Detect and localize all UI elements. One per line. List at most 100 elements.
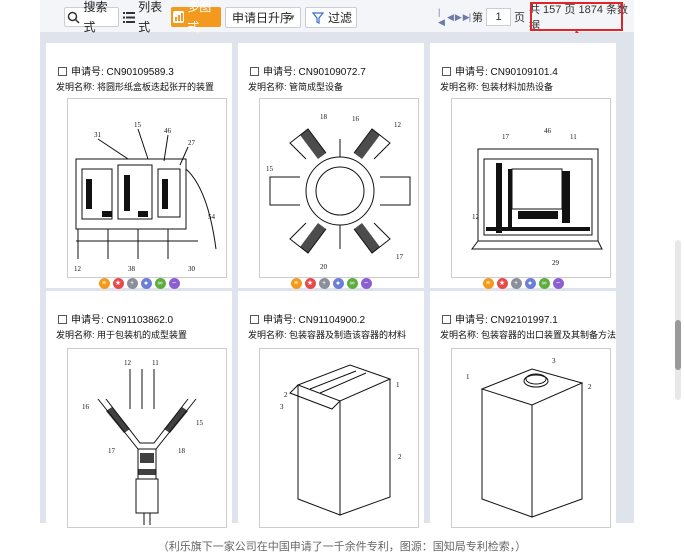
select-checkbox[interactable] xyxy=(250,315,259,324)
first-page-icon[interactable]: |◀ xyxy=(438,6,445,27)
invention-title[interactable]: 发明名称: 包装材料加热设备 xyxy=(440,82,554,92)
link-icon[interactable]: ∞ xyxy=(538,278,550,289)
last-page-icon[interactable]: ▶| xyxy=(462,11,471,22)
select-checkbox[interactable] xyxy=(250,67,259,76)
svg-text:3: 3 xyxy=(280,403,284,411)
highlight-box xyxy=(530,2,623,31)
link-icon[interactable]: ∞ xyxy=(346,278,358,289)
chart-icon[interactable]: ~ xyxy=(168,278,180,289)
svg-text:3: 3 xyxy=(552,357,556,365)
patent-card[interactable]: 申请号: CN90109589.3 发明名称: 将圆形纸盒板迭起张开的装置 xyxy=(46,43,232,289)
svg-text:12: 12 xyxy=(74,265,82,273)
menu-icon[interactable]: ≡ xyxy=(98,278,110,289)
application-number[interactable]: 申请号: CN90109101.4 xyxy=(455,67,558,78)
prev-page-icon[interactable]: ◀ xyxy=(446,11,454,22)
image-caption: （利乐旗下一家公司在中国申请了一千余件专利，图源：国知局专利检索，） xyxy=(157,541,527,553)
add-icon[interactable]: + xyxy=(318,278,330,289)
svg-text:38: 38 xyxy=(128,265,136,273)
invention-title[interactable]: 发明名称: 包装容器的出口装置及其制备方法 xyxy=(440,330,617,340)
svg-text:31: 31 xyxy=(94,131,102,139)
chart-icon[interactable]: ~ xyxy=(552,278,564,289)
scrollbar-thumb[interactable] xyxy=(675,320,681,370)
add-icon[interactable]: + xyxy=(126,278,138,289)
invention-title[interactable]: 发明名称: 将圆形纸盒板迭起张开的装置 xyxy=(56,82,215,92)
chart-icon[interactable]: ~ xyxy=(360,278,372,289)
patent-card[interactable]: 申请号: CN91103862.0 发明名称: 用于包装机的成型装置 xyxy=(46,291,232,536)
select-checkbox[interactable] xyxy=(442,67,451,76)
svg-text:1: 1 xyxy=(466,373,470,381)
svg-text:2: 2 xyxy=(588,383,592,391)
page-prefix: 第 xyxy=(472,12,484,24)
filter-button[interactable]: 过滤 xyxy=(305,7,357,28)
list-mode-button[interactable]: 列表式 xyxy=(120,0,172,34)
svg-text:46: 46 xyxy=(164,127,172,135)
svg-text:15: 15 xyxy=(134,121,142,129)
card-actions: ≡ ★ + ● ∞ ~ xyxy=(238,278,424,289)
svg-text:1: 1 xyxy=(396,381,400,389)
svg-text:12: 12 xyxy=(394,121,402,129)
patent-grid: 申请号: CN90109589.3 发明名称: 将圆形纸盒板迭起张开的装置 xyxy=(40,33,634,536)
image-grid-icon xyxy=(173,11,185,23)
sort-select[interactable]: 申请日升序 ▼ xyxy=(225,7,301,28)
invention-title[interactable]: 发明名称: 包装容器及制造该容器的材料 xyxy=(248,330,407,340)
page-suffix: 页 xyxy=(513,12,525,24)
patent-drawing[interactable]: 1 3 2 xyxy=(451,348,611,528)
svg-text:27: 27 xyxy=(188,139,196,147)
sort-select-value: 申请日升序 xyxy=(232,10,293,25)
application-number[interactable]: 申请号: CN91104900.2 xyxy=(263,315,366,326)
select-checkbox[interactable] xyxy=(58,315,67,324)
patent-card[interactable]: 申请号: CN92101997.1 发明名称: 包装容器的出口装置及其制备方法 … xyxy=(430,291,616,536)
invention-title[interactable]: 发明名称: 用于包装机的成型装置 xyxy=(56,330,188,340)
user-icon[interactable]: ● xyxy=(332,278,344,289)
application-number[interactable]: 申请号: CN92101997.1 xyxy=(455,315,558,326)
application-number[interactable]: 申请号: CN91103862.0 xyxy=(71,315,174,326)
star-icon[interactable]: ★ xyxy=(496,278,508,289)
patent-card[interactable]: 申请号: CN90109072.7 发明名称: 管简成型设备 xyxy=(238,43,424,289)
result-toolbar: 搜索式 列表式 多图式 申请日升序 ▼ 过滤 |◀ ◀ ▶ xyxy=(40,0,634,34)
svg-text:30: 30 xyxy=(188,265,196,273)
select-checkbox[interactable] xyxy=(442,315,451,324)
application-number[interactable]: 申请号: CN90109072.7 xyxy=(263,67,366,78)
page-number-input[interactable]: 1 xyxy=(486,8,511,26)
link-icon[interactable]: ∞ xyxy=(154,278,166,289)
search-icon xyxy=(67,10,80,24)
svg-text:15: 15 xyxy=(196,419,204,427)
svg-text:16: 16 xyxy=(82,403,90,411)
add-icon[interactable]: + xyxy=(510,278,522,289)
card-actions: ≡ ★ + ● ∞ ~ xyxy=(46,278,232,289)
pagination: |◀ ◀ ▶ ▶| 第 1 页 共 157 页 1874 条数据 xyxy=(438,4,634,32)
star-icon[interactable]: ★ xyxy=(112,278,124,289)
svg-text:2: 2 xyxy=(284,391,288,399)
multi-image-mode-label: 多图式 xyxy=(187,0,212,34)
search-mode-label: 搜索式 xyxy=(83,0,108,34)
svg-text:12: 12 xyxy=(124,359,132,367)
patent-card[interactable]: 申请号: CN90109101.4 发明名称: 包装材料加热设备 xyxy=(430,43,616,289)
svg-text:29: 29 xyxy=(552,259,560,267)
user-icon[interactable]: ● xyxy=(140,278,152,289)
svg-text:46: 46 xyxy=(544,127,552,135)
star-icon[interactable]: ★ xyxy=(304,278,316,289)
chevron-down-icon: ▼ xyxy=(288,13,296,22)
next-page-icon[interactable]: ▶ xyxy=(454,11,462,22)
list-mode-label: 列表式 xyxy=(138,0,163,34)
svg-text:17: 17 xyxy=(396,253,404,261)
filter-label: 过滤 xyxy=(328,10,353,25)
svg-text:20: 20 xyxy=(320,263,328,271)
multi-image-mode-button[interactable]: 多图式 xyxy=(171,0,221,34)
invention-title[interactable]: 发明名称: 管简成型设备 xyxy=(248,82,344,92)
application-number[interactable]: 申请号: CN90109589.3 xyxy=(71,67,174,78)
svg-text:17: 17 xyxy=(108,447,116,455)
user-icon[interactable]: ● xyxy=(524,278,536,289)
menu-icon[interactable]: ≡ xyxy=(290,278,302,289)
select-checkbox[interactable] xyxy=(58,67,67,76)
svg-text:18: 18 xyxy=(178,447,186,455)
menu-icon[interactable]: ≡ xyxy=(482,278,494,289)
search-mode-button[interactable]: 搜索式 xyxy=(64,0,119,34)
